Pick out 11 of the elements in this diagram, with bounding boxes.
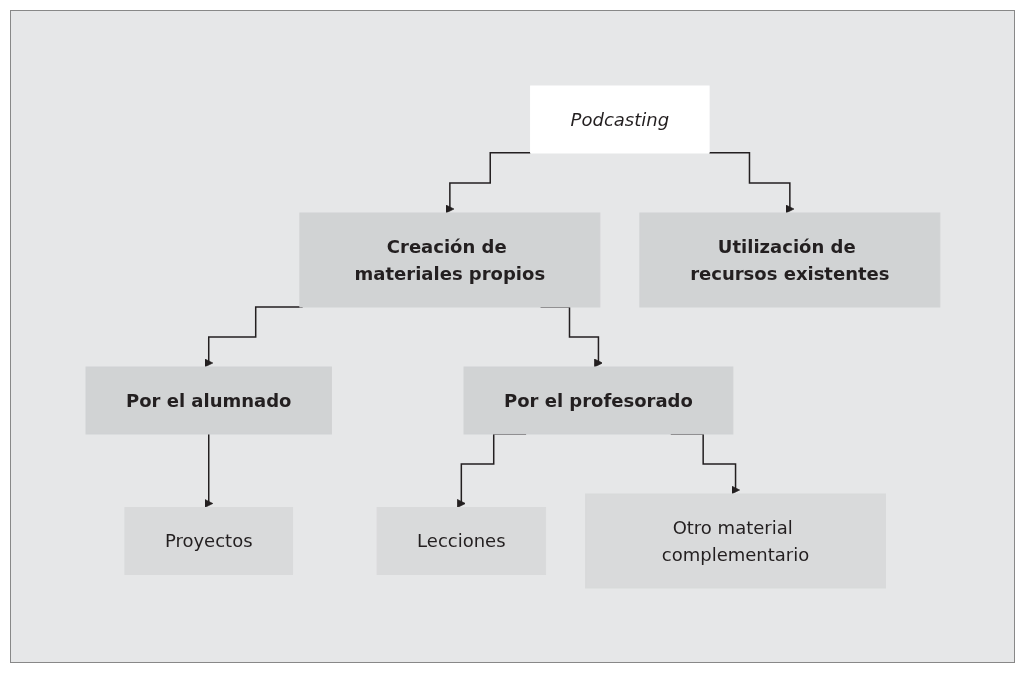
arrow [707,151,794,213]
node-box: Creación de materiales propios [298,212,600,307]
node-box: Podcasting [529,85,710,153]
arrow [445,151,531,213]
node-box: Otro material complementario [584,493,886,588]
node-box: Proyectos [124,506,293,575]
node-box: Por el profesorado [463,366,733,434]
node-box: Lecciones [376,506,546,575]
node-box: Utilización de recursos existentes [638,212,940,307]
node-box: Por el alumnado [85,366,332,434]
arrow [203,432,213,508]
